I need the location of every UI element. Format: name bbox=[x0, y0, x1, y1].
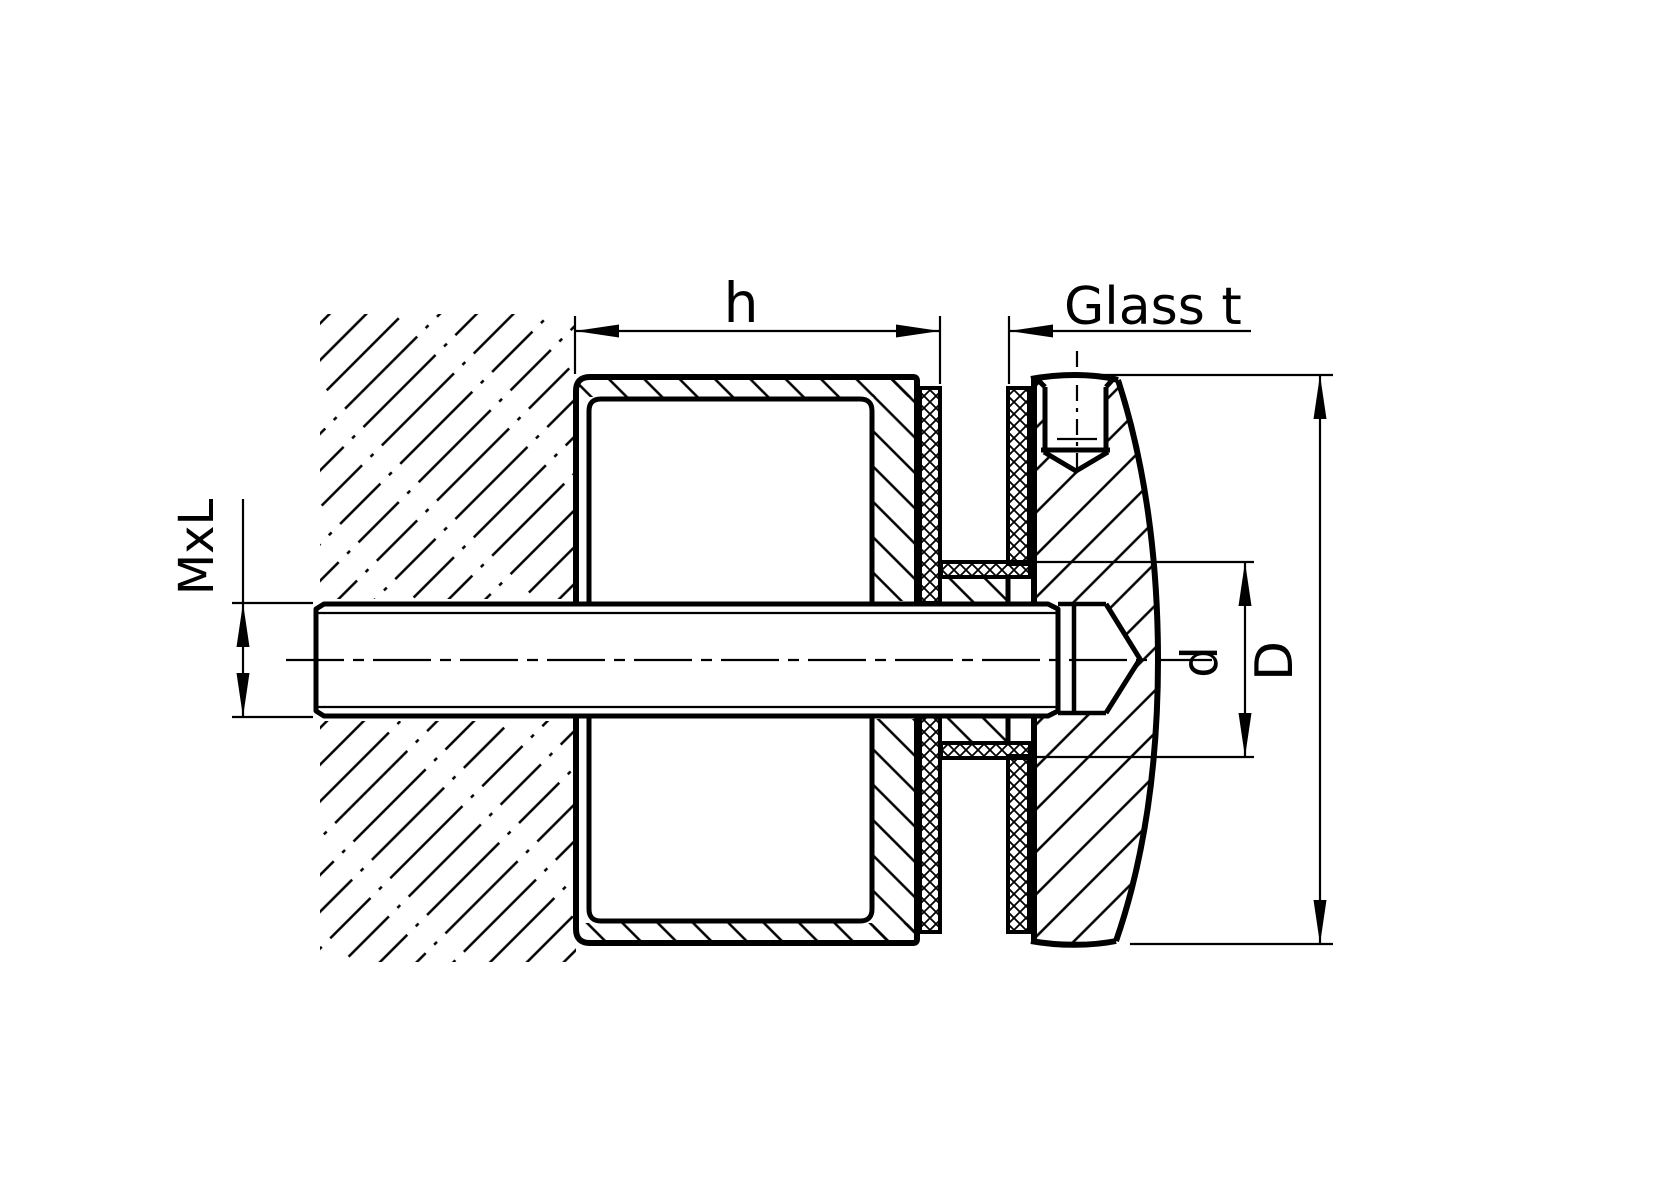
gasket-body-side-lower bbox=[918, 713, 942, 934]
setscrew-socket-cutout bbox=[1035, 376, 1115, 449]
gasket-body-side-upper bbox=[918, 386, 942, 605]
dim-arrow-up bbox=[236, 603, 250, 647]
dimension-h: h bbox=[573, 271, 942, 384]
dim-label-glass-t: Glass t bbox=[1064, 277, 1242, 337]
dim-label-d: d bbox=[1171, 646, 1229, 678]
dim-arrow-down bbox=[1313, 900, 1327, 944]
dim-arrow-up bbox=[1313, 375, 1327, 419]
gasket-web-upper bbox=[939, 560, 1032, 579]
dimension-mxl: MxL bbox=[169, 498, 313, 719]
dim-arrow-left bbox=[575, 324, 619, 338]
center-hole-walls bbox=[1058, 601, 1106, 716]
gasket-web-lower bbox=[939, 741, 1032, 760]
adapter-body bbox=[573, 374, 1011, 946]
dimension-d: d bbox=[1030, 560, 1254, 759]
locking-set-screw bbox=[1033, 351, 1117, 474]
dimension-outer-d: D bbox=[1102, 373, 1333, 946]
dim-arrow-down bbox=[1238, 713, 1252, 757]
dim-outer-d-extension-lines bbox=[1102, 373, 1333, 946]
dim-mxl-extension-lines bbox=[232, 601, 313, 719]
gasket-cap-side-upper bbox=[1006, 386, 1031, 566]
dimension-glass-t: Glass t bbox=[1007, 277, 1251, 384]
dim-arrow-right bbox=[896, 324, 940, 338]
dim-d-extension-lines bbox=[1030, 560, 1254, 759]
rubber-gaskets bbox=[918, 386, 1032, 934]
setscrew-cone-point bbox=[1042, 449, 1110, 474]
dim-arrow-down bbox=[236, 673, 250, 717]
dim-label-outer-d: D bbox=[1245, 641, 1305, 681]
dim-label-h: h bbox=[724, 271, 759, 335]
cap-bottom-edge bbox=[1030, 938, 1117, 948]
dim-h-extension-lines bbox=[573, 316, 942, 384]
body-outer-outline bbox=[573, 374, 920, 946]
dim-arrow-up bbox=[1238, 562, 1252, 606]
cap-top-edge bbox=[1030, 372, 1119, 383]
gasket-cap-side-lower bbox=[1006, 754, 1031, 934]
dim-label-mxl: MxL bbox=[169, 498, 225, 595]
setscrew-socket-outline bbox=[1033, 375, 1117, 453]
body-hatch bbox=[579, 380, 1006, 941]
body-bore-outline bbox=[586, 396, 875, 924]
dim-arrow-left bbox=[1009, 324, 1053, 338]
stud-thread-core-lines bbox=[318, 611, 1058, 709]
